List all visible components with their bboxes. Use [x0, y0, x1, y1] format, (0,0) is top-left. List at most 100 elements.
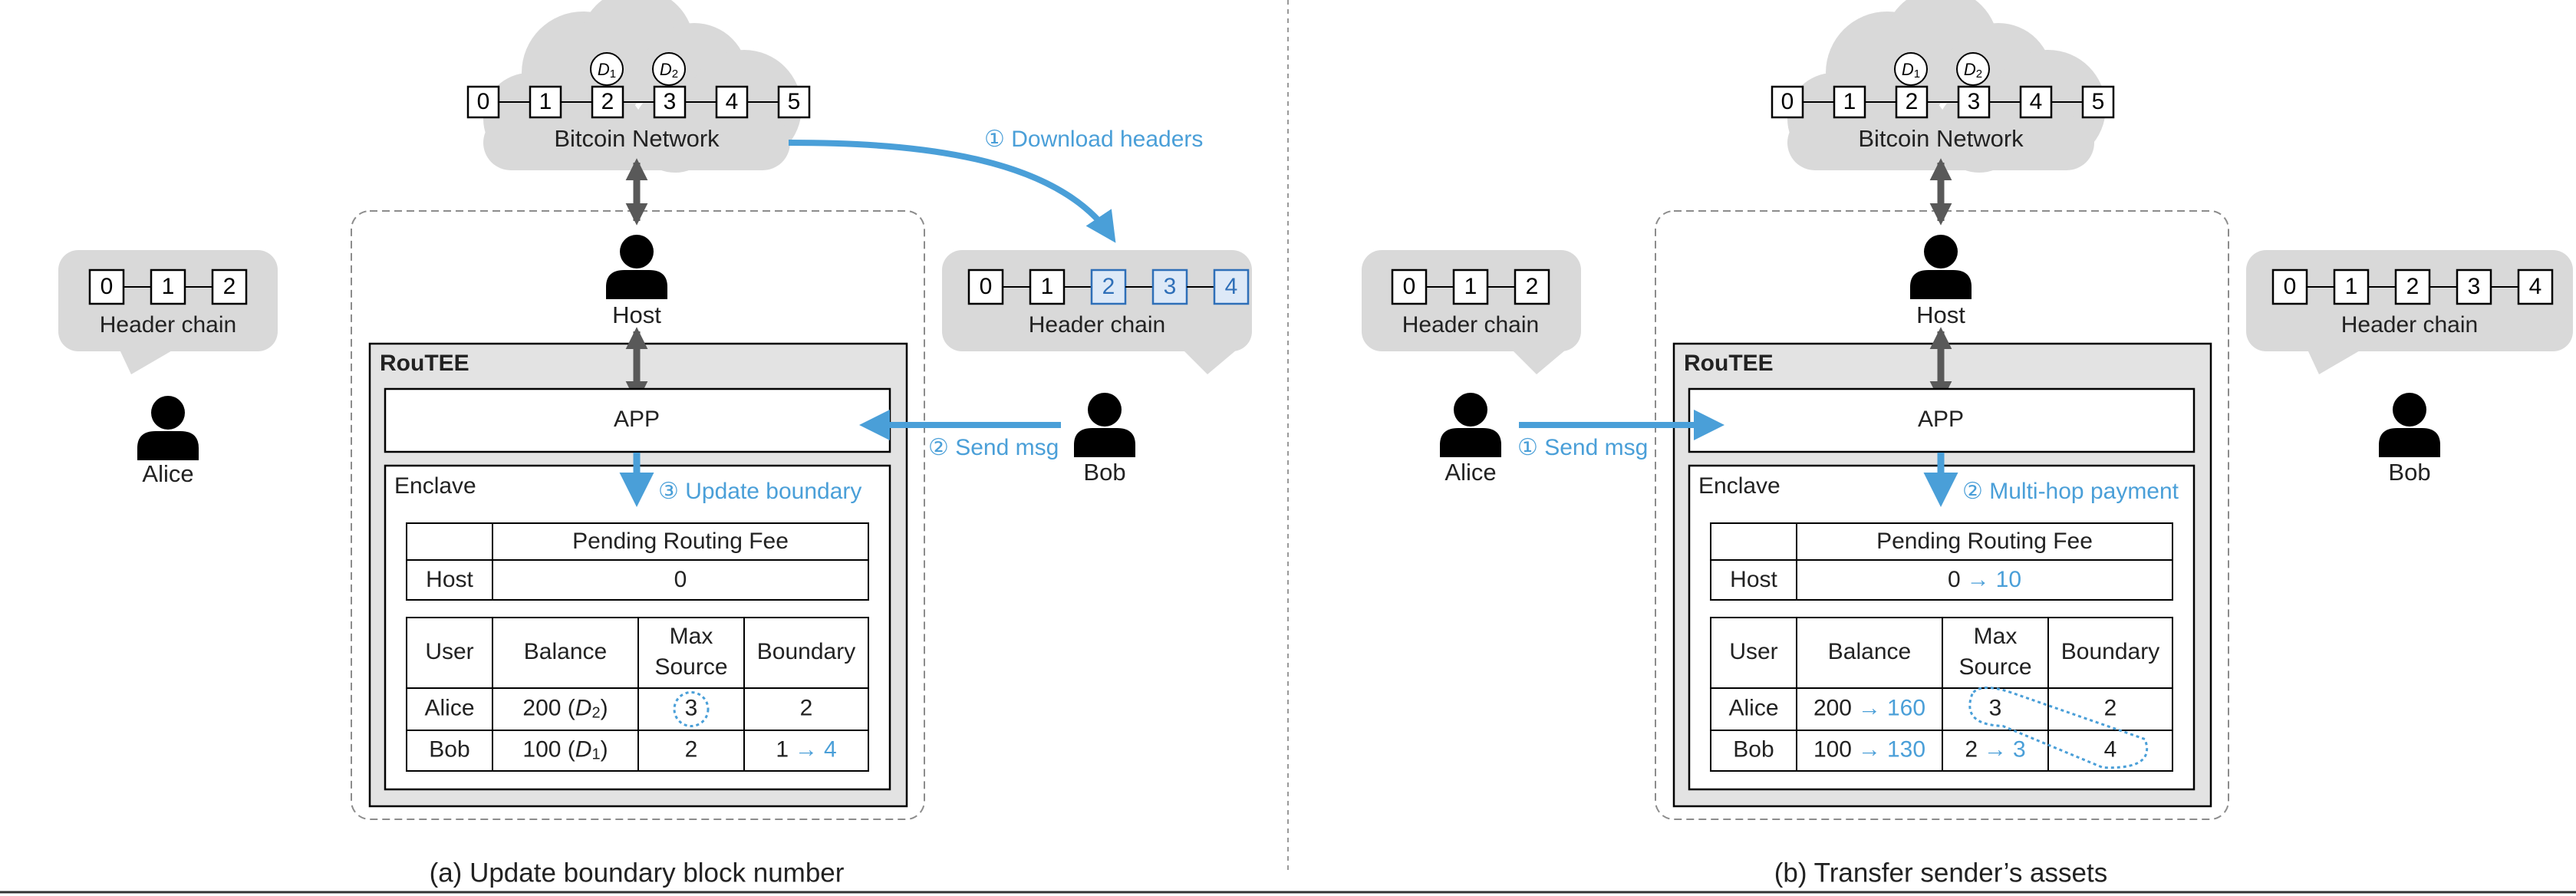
block-number: 1	[1843, 89, 1856, 114]
balance-table-cell	[492, 730, 639, 772]
balance-table-cell	[2047, 617, 2173, 689]
block-number: 2	[2406, 274, 2420, 299]
fee-table-value	[492, 559, 869, 601]
deposit-label: D2	[660, 60, 678, 81]
block-box	[1771, 85, 1804, 119]
block-number: 1	[162, 274, 175, 299]
bob-balance-amount: 100 (	[522, 736, 575, 762]
fee-table-corner	[1710, 522, 1797, 561]
enclave-label: Enclave	[1698, 473, 1780, 499]
block-box	[2456, 268, 2492, 305]
bob-person-icon	[2379, 393, 2440, 457]
row-alice-user: Alice	[1728, 695, 1778, 720]
host-machine-box	[1655, 210, 2229, 820]
block-number: 3	[1164, 274, 1177, 299]
deposit-subscript: 2	[672, 68, 678, 81]
deposit-label: D1	[598, 60, 616, 81]
step-send-msg: ② Send msg	[928, 435, 1059, 460]
bob-max-source-old: 2	[1965, 736, 1978, 762]
bob-balance-old: 100	[1813, 736, 1852, 762]
person-body	[2379, 428, 2440, 457]
deposit-subscript: 1	[1914, 68, 1920, 81]
balance-table-cell	[1942, 730, 2049, 772]
block-box	[1833, 85, 1866, 119]
fee-table-rowhead	[1710, 559, 1797, 601]
fee-header-label: Pending Routing Fee	[572, 529, 789, 554]
alice-balance-amount: 200 (	[522, 695, 575, 720]
col-user-header: User	[1729, 639, 1777, 664]
block-box	[2081, 85, 2115, 119]
person-head	[151, 396, 185, 430]
fee-host-value: 0	[674, 567, 687, 592]
alice-label: Alice	[1444, 459, 1496, 486]
caption-a: (a) Update boundary block number	[430, 858, 845, 888]
host-machine-box	[351, 210, 925, 820]
alice-balance: 200→160	[1813, 695, 1925, 720]
bubble-tail	[2308, 350, 2361, 374]
block-number: 2	[601, 89, 614, 114]
alice-max-source: 3	[1989, 695, 2002, 720]
block-box	[466, 85, 500, 119]
bob-label: Bob	[2388, 459, 2430, 486]
balance-table-cell	[637, 687, 745, 731]
alice-max-source: 3	[685, 695, 698, 720]
block-box	[777, 85, 811, 119]
block-number: 1	[1464, 274, 1477, 299]
block-number: 0	[100, 274, 114, 299]
bob-header-label: Header chain	[1029, 312, 1165, 338]
deposit-label: D2	[1964, 60, 1982, 81]
block-box	[1957, 85, 1991, 119]
bubble-tail	[1512, 350, 1566, 374]
fee-host-label: Host	[426, 567, 473, 592]
block-number: 4	[1225, 274, 1238, 299]
block-box	[1514, 268, 1550, 305]
person-head	[1924, 235, 1958, 268]
bob-balance-close: )	[601, 736, 608, 762]
bob-boundary: 4	[2104, 736, 2117, 762]
step-download-headers: ① Download headers	[984, 127, 1203, 152]
fee-host-label: Host	[1730, 567, 1777, 592]
row-bob-user: Bob	[429, 736, 469, 762]
block-number: 4	[2529, 274, 2542, 299]
alice-person-icon	[137, 396, 199, 460]
bob-boundary: 1→4	[776, 736, 836, 762]
person-body	[606, 270, 667, 299]
col-source-header: Source	[1958, 654, 2031, 680]
balance-table-cell	[1796, 687, 1943, 731]
deposit-letter: D	[1902, 60, 1914, 79]
bob-balance-new: 130	[1887, 736, 1925, 762]
col-max-header: Max	[1974, 624, 2018, 649]
col-balance-header: Balance	[1828, 639, 1911, 664]
host-label: Host	[1916, 301, 1965, 328]
block-number: 0	[2284, 274, 2297, 299]
alice-balance: 200 (D2)	[522, 695, 608, 721]
deposit-marker: D1	[590, 52, 624, 86]
person-body	[1074, 428, 1135, 457]
alice-balance-arrow: →	[1858, 695, 1881, 720]
block-number: 0	[1403, 274, 1416, 299]
app-label: APP	[1918, 407, 1964, 432]
block-box	[2333, 268, 2370, 305]
host-person-icon	[606, 235, 667, 299]
col-user-header: User	[425, 639, 473, 664]
block-number: 3	[664, 89, 677, 114]
block-number: 2	[223, 274, 236, 299]
block-box	[2019, 85, 2053, 119]
deposit-circle	[590, 52, 624, 86]
bubble-tail	[120, 350, 173, 374]
fee-table-corner	[406, 522, 493, 561]
row-bob-user: Bob	[1733, 736, 1774, 762]
person-body	[1440, 428, 1501, 457]
fee-new: 10	[1996, 567, 2021, 592]
block-number: 1	[1041, 274, 1054, 299]
deposit-subscript: 1	[610, 68, 616, 81]
cloud-base	[1787, 115, 2094, 170]
bob-boundary-new: 4	[824, 736, 837, 762]
host-person-icon	[1910, 235, 1972, 299]
cloud-base	[483, 115, 790, 170]
row-alice-user: Alice	[424, 695, 474, 720]
block-number: 0	[980, 274, 993, 299]
